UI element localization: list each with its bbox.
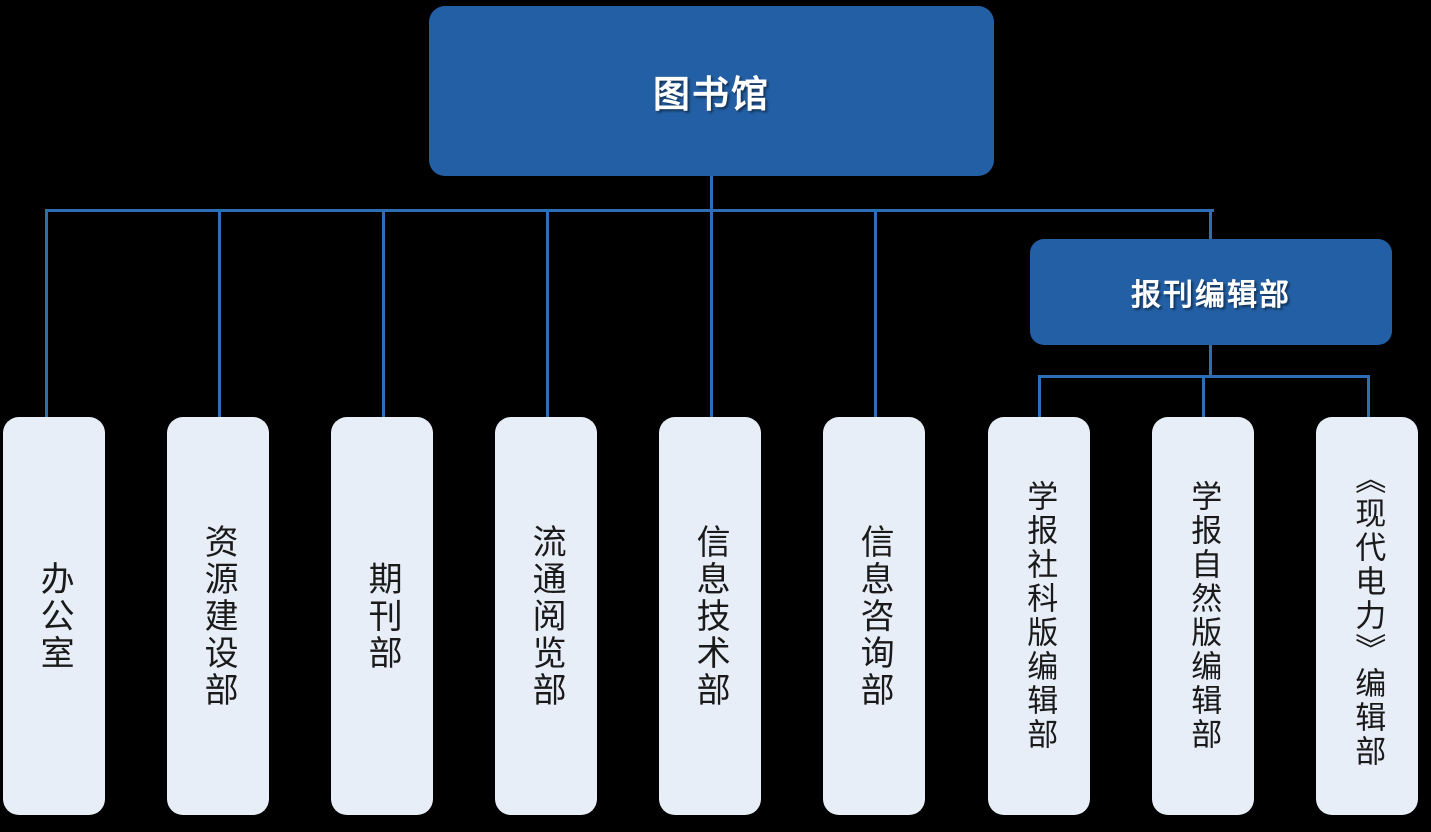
node-leaf-label: 办公室 xyxy=(35,560,74,672)
connector-drop-4 xyxy=(546,209,549,418)
node-leaf-journal-natural-science-edition[interactable]: 学报自然版编辑部 xyxy=(1152,417,1254,815)
connector-branch-stem xyxy=(1209,345,1212,378)
node-branch-label: 报刊编辑部 xyxy=(1131,279,1291,312)
node-root-library[interactable]: 图书馆 xyxy=(429,6,994,176)
connector-branch-drop-1 xyxy=(1038,375,1041,418)
node-leaf-label: 资源建设部 xyxy=(199,523,238,709)
node-leaf-label: 学报自然版编辑部 xyxy=(1186,480,1222,752)
node-leaf-label: 学报社科版编辑部 xyxy=(1022,480,1058,752)
node-leaf-label: 信息技术部 xyxy=(691,523,730,709)
connector-branch-drop xyxy=(1209,209,1212,242)
connector-drop-6 xyxy=(874,209,877,418)
node-leaf-modern-electric-power-editorial[interactable]: 《现代电力》编辑部 xyxy=(1316,417,1418,815)
connector-drop-3 xyxy=(382,209,385,418)
node-leaf-journal-social-science-edition[interactable]: 学报社科版编辑部 xyxy=(988,417,1090,815)
node-leaf-label: 流通阅览部 xyxy=(527,523,566,709)
node-leaf-information-technology[interactable]: 信息技术部 xyxy=(659,417,761,815)
node-leaf-label: 期刊部 xyxy=(363,560,402,672)
node-leaf-circulation-reading[interactable]: 流通阅览部 xyxy=(495,417,597,815)
connector-branch-drop-3 xyxy=(1367,375,1370,418)
node-root-label: 图书馆 xyxy=(653,74,770,115)
connector-main-bus xyxy=(45,209,1214,212)
node-leaf-resource-development[interactable]: 资源建设部 xyxy=(167,417,269,815)
connector-drop-5 xyxy=(710,209,713,418)
node-leaf-label: 《现代电力》编辑部 xyxy=(1350,463,1386,769)
node-leaf-information-consulting[interactable]: 信息咨询部 xyxy=(823,417,925,815)
connector-branch-drop-2 xyxy=(1202,375,1205,418)
connector-drop-2 xyxy=(218,209,221,418)
connector-drop-1 xyxy=(45,209,48,418)
node-branch-periodical-editorial[interactable]: 报刊编辑部 xyxy=(1030,239,1392,345)
connector-root-stem xyxy=(710,176,713,212)
node-leaf-periodicals[interactable]: 期刊部 xyxy=(331,417,433,815)
node-leaf-office[interactable]: 办公室 xyxy=(3,417,105,815)
node-leaf-label: 信息咨询部 xyxy=(855,523,894,709)
